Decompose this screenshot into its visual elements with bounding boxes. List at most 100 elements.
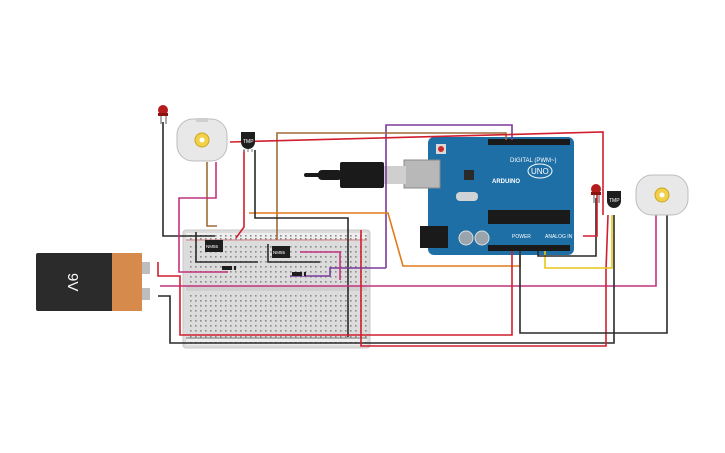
breadboard-hole <box>300 281 302 283</box>
breadboard-hole <box>280 295 282 297</box>
wire-magenta-bottom[interactable] <box>160 215 657 287</box>
breadboard-hole <box>365 246 367 248</box>
breadboard-hole <box>255 276 257 278</box>
breadboard-hole <box>220 325 222 327</box>
wire-brown-motor[interactable] <box>206 162 217 227</box>
temperature-sensor-right[interactable]: TMP <box>607 191 621 208</box>
breadboard-hole <box>350 305 352 307</box>
breadboard-hole <box>240 336 242 338</box>
wire-red-led2[interactable] <box>583 195 598 237</box>
led-left[interactable] <box>158 105 168 124</box>
breadboard-hole <box>325 310 327 312</box>
breadboard-hole <box>280 238 282 240</box>
breadboard-hole <box>330 315 332 317</box>
wire-purple-2[interactable] <box>290 267 386 277</box>
breadboard-hole <box>220 276 222 278</box>
wire-yellow[interactable] <box>544 215 613 269</box>
breadboard-hole <box>325 295 327 297</box>
breadboard-hole <box>295 325 297 327</box>
breadboard-hole <box>365 271 367 273</box>
breadboard-hole <box>275 330 277 332</box>
breadboard-hole <box>275 235 277 237</box>
breadboard-hole <box>355 266 357 268</box>
breadboard-hole <box>335 246 337 248</box>
breadboard-hole <box>300 320 302 322</box>
wire-black-short-right[interactable] <box>537 198 597 257</box>
breadboard-hole <box>305 310 307 312</box>
breadboard-hole <box>335 330 337 332</box>
wire-brown-1[interactable] <box>276 132 507 240</box>
breadboard-hole <box>235 310 237 312</box>
usb-cable[interactable] <box>304 162 406 188</box>
breadboard-hole <box>345 310 347 312</box>
breadboard-hole <box>320 261 322 263</box>
wire-black-motor2[interactable] <box>519 213 668 334</box>
breadboard-hole <box>235 336 237 338</box>
wire-red-bottom[interactable] <box>157 251 513 336</box>
wire-magenta-chip[interactable] <box>300 251 341 280</box>
breadboard-hole <box>310 310 312 312</box>
breadboard-hole <box>210 295 212 297</box>
wire-black-bottom[interactable] <box>158 215 615 344</box>
wire-red-tmp1[interactable] <box>235 150 245 239</box>
dc-motor-right[interactable] <box>635 174 689 216</box>
dc-motor-left[interactable] <box>176 118 228 162</box>
breadboard-hole <box>285 310 287 312</box>
breadboard-hole <box>200 325 202 327</box>
battery-9v[interactable]: 9V <box>36 253 150 311</box>
timer-chip-2[interactable]: NM55 <box>272 246 290 258</box>
breadboard-hole <box>240 320 242 322</box>
wire-black-chip2[interactable] <box>267 244 320 263</box>
led-right[interactable] <box>591 184 601 203</box>
diode-2[interactable] <box>292 272 306 276</box>
wire-black-left[interactable] <box>162 122 215 237</box>
breadboard-hole <box>200 336 202 338</box>
breadboard-hole <box>350 325 352 327</box>
breadboard-hole <box>215 295 217 297</box>
breadboard-hole <box>190 276 192 278</box>
breadboard-hole <box>285 320 287 322</box>
breadboard-hole <box>300 238 302 240</box>
breadboard-hole <box>295 251 297 253</box>
breadboard-hole <box>275 238 277 240</box>
wire-black-tmp1[interactable] <box>254 150 349 337</box>
breadboard-hole <box>315 256 317 258</box>
breadboard-hole <box>220 310 222 312</box>
breadboard-hole <box>340 336 342 338</box>
breadboard-hole <box>355 336 357 338</box>
breadboard-hole <box>230 330 232 332</box>
breadboard-hole <box>330 320 332 322</box>
breadboard-hole <box>335 235 337 237</box>
breadboard-hole <box>245 320 247 322</box>
breadboard-hole <box>255 305 257 307</box>
breadboard-hole <box>280 281 282 283</box>
breadboard-hole <box>270 256 272 258</box>
breadboard-hole <box>350 281 352 283</box>
breadboard-hole <box>230 276 232 278</box>
breadboard-hole <box>295 305 297 307</box>
breadboard-hole <box>345 281 347 283</box>
breadboard-hole <box>365 256 367 258</box>
breadboard-hole <box>320 256 322 258</box>
breadboard-hole <box>235 300 237 302</box>
breadboard-hole <box>245 238 247 240</box>
breadboard-hole <box>255 246 257 248</box>
breadboard-hole <box>355 320 357 322</box>
wire-magenta-motor1[interactable] <box>178 162 228 273</box>
breadboard-hole <box>285 325 287 327</box>
timer-chip-1[interactable]: NM55 <box>205 240 223 252</box>
breadboard-hole <box>270 281 272 283</box>
wire-black-chip[interactable] <box>195 232 258 263</box>
breadboard-hole <box>310 300 312 302</box>
breadboard-hole <box>325 305 327 307</box>
diode-1[interactable] <box>222 266 236 270</box>
breadboard-hole <box>255 325 257 327</box>
wire-red-right[interactable] <box>360 214 609 347</box>
breadboard-hole <box>335 315 337 317</box>
temperature-sensor-left[interactable]: TMP <box>241 132 255 152</box>
arduino-uno-board[interactable]: DIGITAL (PWM~) ARDUINO UNO POWER ANALOG … <box>403 137 574 255</box>
wire-red-top[interactable] <box>229 131 604 215</box>
breadboard-hole <box>355 251 357 253</box>
wire-purple-1[interactable] <box>385 124 513 268</box>
breadboard-hole <box>315 271 317 273</box>
